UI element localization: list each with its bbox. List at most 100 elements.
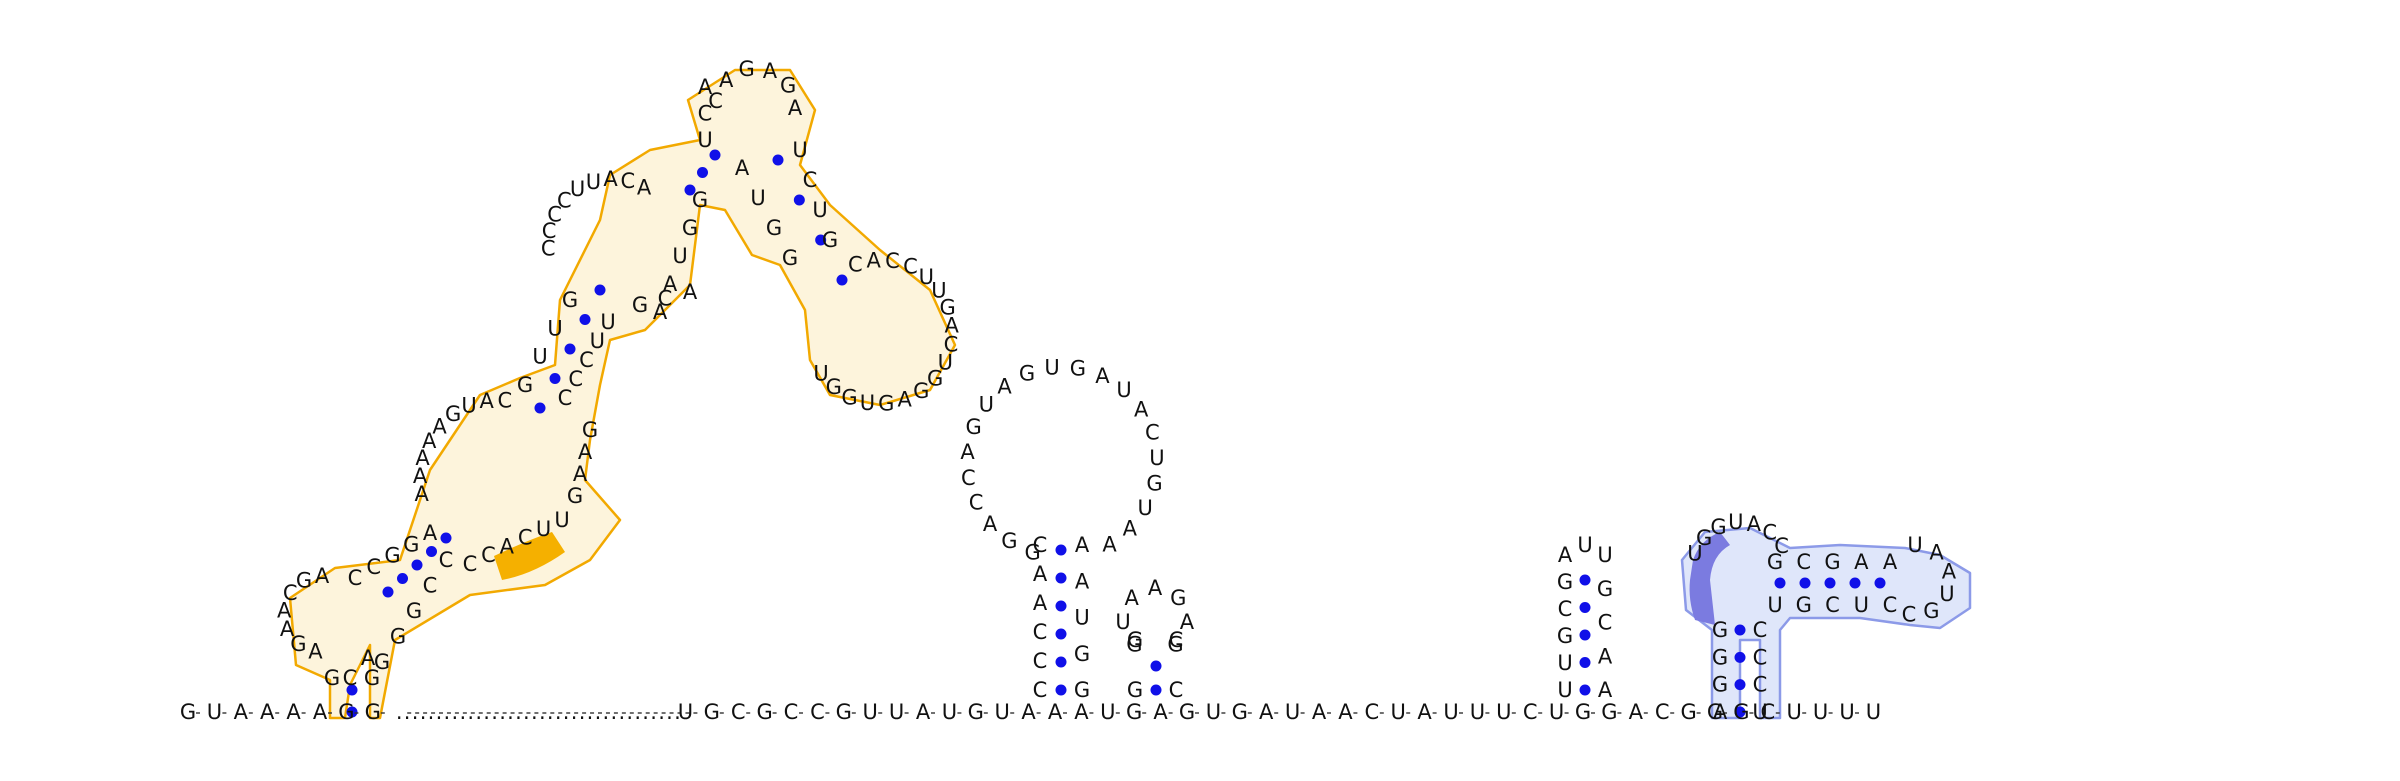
backbone-nucleotide: G [1126,700,1142,724]
backbone-nucleotide: C [784,700,799,724]
nucleotide: G [567,484,583,508]
nucleotide: A [1148,576,1163,600]
backbone-nucleotide: A [313,700,328,724]
nucleotide: U [750,186,765,210]
nucleotide: G [826,375,842,399]
nucleotide: G [1126,633,1142,657]
nucleotide: G [766,216,782,240]
backbone-nucleotide: . [666,700,673,724]
backbone-nucleotide: G [1733,700,1749,724]
nucleotide: G [445,402,461,426]
base-pair-dot [1055,656,1067,668]
nucleotide: A [1134,397,1149,421]
nucleotide: A [663,272,678,296]
backbone-nucleotide: G [704,700,720,724]
base-pair-dot [772,154,784,166]
backbone-nucleotide: U [889,700,904,724]
nucleotide: A [1125,586,1140,610]
nucleotide: G [1127,628,1143,652]
nucleotide: G [562,288,578,312]
base-pair-dot [1579,684,1591,696]
backbone-nucleotide: G [1575,700,1591,724]
base-pair-dot [346,684,358,696]
backbone-nucleotide: . [547,700,554,724]
nucleotide: G [403,532,419,556]
nucleotide: G [1019,362,1035,386]
backbone-nucleotide: C [731,700,746,724]
nucleotide: A [432,414,447,438]
nucleotide: U [536,517,551,541]
nucleotide: U [931,279,946,303]
backbone-nucleotide: C [1364,700,1379,724]
nucleotide: G [1170,586,1186,610]
nucleotide: C [1825,593,1840,617]
base-pair-dot [815,234,827,246]
backbone-nucleotide: A [1629,700,1644,724]
nucleotide: U [1074,606,1089,630]
nucleotide: A [1075,569,1090,593]
backbone-nucleotide: . [420,700,427,724]
nucleotide: U [1557,678,1572,702]
backbone-nucleotide: . [483,700,490,724]
nucleotide: C [557,188,572,212]
nucleotide: C [1753,673,1768,697]
base-pair-dot [1579,574,1591,586]
nucleotide: G [1070,356,1086,380]
backbone-nucleotide: U [1839,700,1854,724]
nucleotide: A [415,482,430,506]
backbone-nucleotide: A [916,700,931,724]
base-pair-dot [397,573,408,584]
base-pair-dot [1824,577,1836,589]
nucleotide: U [1116,378,1131,402]
base-pair-dot [346,706,358,718]
base-pair-dot [709,149,721,161]
nucleotide: G [1767,550,1783,574]
nucleotide: C [1033,678,1048,702]
nucleotide: C [579,348,594,372]
backbone-nucleotide: U [1787,700,1802,724]
nucleotide: A [1033,562,1048,586]
base-pair-dot [697,167,708,178]
nucleotide: A [1558,543,1573,567]
backbone-nucleotide: G [1601,700,1617,724]
nucleotide: G [1597,577,1613,601]
nucleotide: G [384,544,400,568]
base-pair-dot [1150,660,1162,672]
backbone-nucleotide: . [444,700,451,724]
base-pair-dot [411,559,423,571]
backbone-nucleotide: U [995,700,1010,724]
backbone-nucleotide: G [180,700,196,724]
nucleotide: C [1145,421,1160,445]
backbone-nucleotide: . [531,700,538,724]
nucleotide: A [653,300,668,324]
nucleotide: A [1713,700,1728,724]
nucleotide: U [1597,543,1612,567]
backbone-nucleotide: A [1153,700,1168,724]
base-pair-dot [1579,629,1591,641]
nucleotide: U [979,393,994,417]
nucleotide: A [1033,591,1048,615]
backbone-nucleotide: U [1285,700,1300,724]
nucleotide: G [1824,550,1840,574]
nucleotide: C [568,367,583,391]
nucleotide: C [343,666,358,690]
nucleotide: A [578,440,593,464]
nucleotide: U [697,128,712,152]
backbone-nucleotide: . [658,700,665,724]
backbone-nucleotide: U [1206,700,1221,724]
nucleotide: C [439,548,454,572]
backbone-nucleotide: C [810,700,825,724]
backbone-nucleotide: G [756,700,772,724]
base-pair-dot [1055,600,1067,612]
base-pair-dot [684,184,696,196]
nucleotide: C [1883,593,1898,617]
nucleotide: G [1074,642,1090,666]
nucleotide: G [406,599,422,623]
backbone-nucleotide: G [1232,700,1248,724]
base-pair-dot [534,402,546,414]
backbone-nucleotide: A [1338,700,1353,724]
nucleotide: U [812,198,827,222]
nucleotide: G [1923,599,1939,623]
backbone-nucleotide: U [863,700,878,724]
